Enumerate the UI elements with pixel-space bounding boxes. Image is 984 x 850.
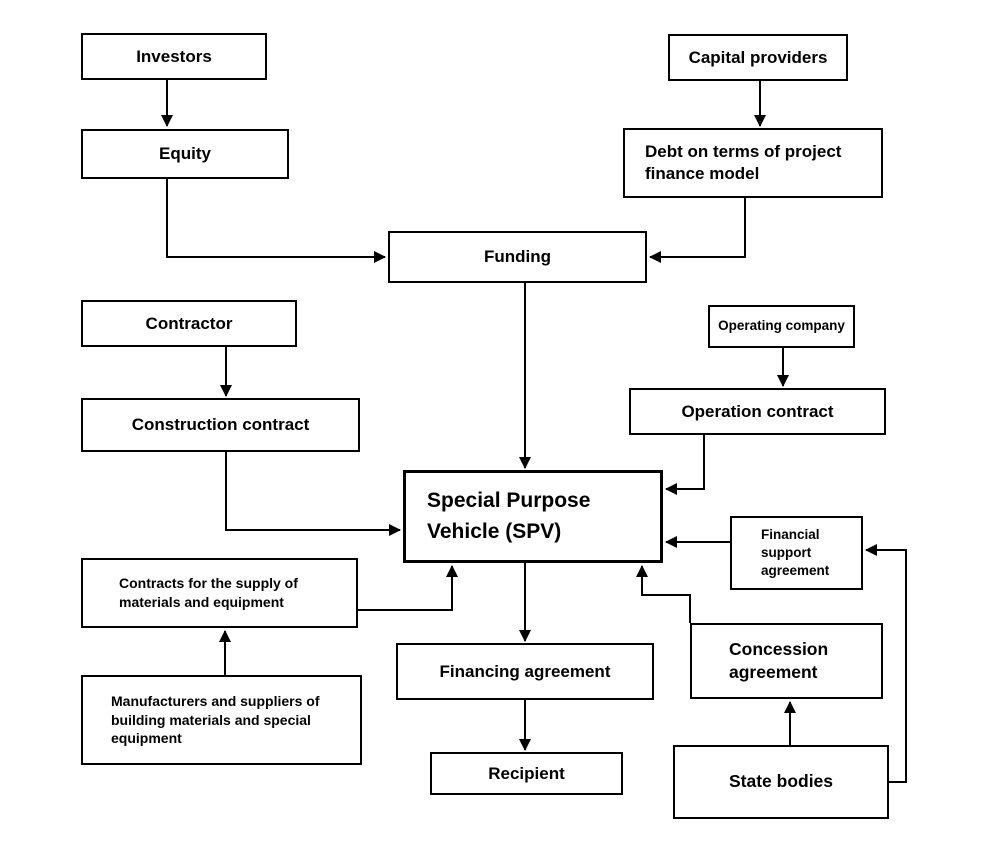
node-capital-providers: Capital providers [668,34,848,81]
node-financing-agreement: Financing agreement [396,643,654,700]
edge-state-finsupport [865,544,907,783]
edge-equity-funding [166,179,386,263]
node-operation-contract: Operation contract [629,388,886,435]
node-investors: Investors [81,33,267,80]
node-debt: Debt on terms of project finance model [623,128,883,198]
node-funding: Funding [388,231,647,283]
node-manufacturers: Manufacturers and suppliers of building … [81,675,362,765]
node-supply-contracts: Contracts for the supply of materials an… [81,558,358,628]
node-concession-agreement: Concession agreement [690,623,883,699]
node-financial-support: Financial support agreement [730,516,863,590]
node-state-bodies: State bodies [673,745,889,819]
node-construction-contract: Construction contract [81,398,360,452]
edge-construction-spv [225,452,401,536]
node-equity: Equity [81,129,289,179]
edge-opcontract-spv [665,435,705,495]
node-recipient: Recipient [430,752,623,795]
edge-debt-funding [649,198,746,263]
node-contractor: Contractor [81,300,297,347]
edge-concession-spv [636,565,691,623]
node-operating-company: Operating company [708,305,855,348]
edge-supply-spv [358,565,458,611]
node-spv: Special Purpose Vehicle (SPV) [403,470,663,563]
